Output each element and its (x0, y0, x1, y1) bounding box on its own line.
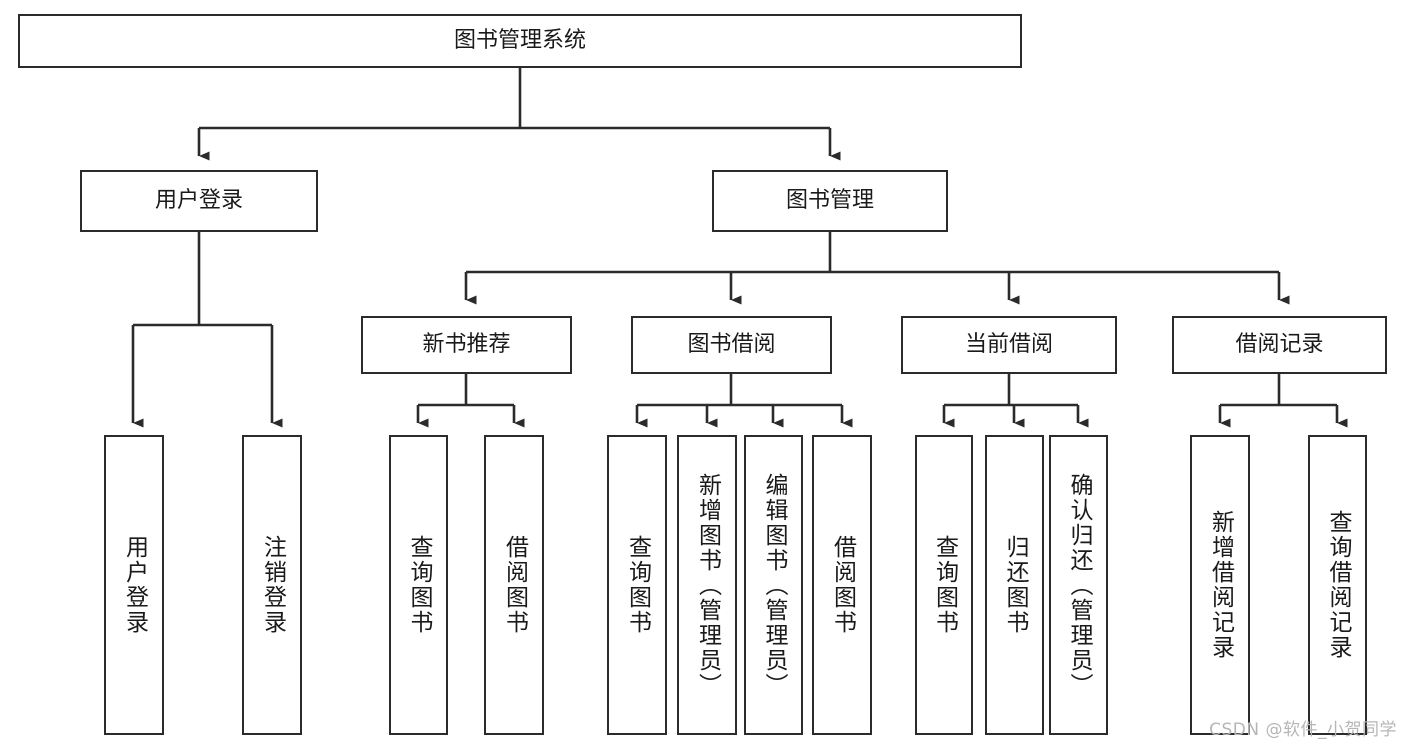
node-label: 确认归还（管理员） (1066, 472, 1092, 698)
node-label: 图书借阅 (687, 332, 776, 358)
leaf-user-login-login[interactable]: 用户登录 (104, 435, 164, 735)
leaf-recommend-query-book[interactable]: 查询图书 (389, 435, 448, 735)
leaf-user-login-logout[interactable]: 注销登录 (242, 435, 302, 735)
node-new-book-recommend[interactable]: 新书推荐 (361, 316, 572, 374)
node-label: 图书管理 (785, 188, 874, 214)
node-label: 新书推荐 (422, 332, 511, 358)
node-label: 用户登录 (121, 535, 148, 635)
node-book-borrow[interactable]: 图书借阅 (631, 316, 832, 374)
node-label: 查询图书 (624, 535, 651, 635)
node-label: 归还图书 (1002, 535, 1028, 635)
leaf-borrow-edit-book-admin[interactable]: 编辑图书（管理员） (744, 435, 803, 735)
watermark: CSDN @软件_小贺同学 (1209, 720, 1397, 740)
node-borrow-record[interactable]: 借阅记录 (1172, 316, 1387, 374)
node-label: 借阅图书 (829, 535, 856, 635)
node-current-borrow[interactable]: 当前借阅 (901, 316, 1117, 374)
node-user-login[interactable]: 用户登录 (80, 170, 318, 232)
node-label: 当前借阅 (964, 332, 1053, 358)
node-label: 编辑图书（管理员） (761, 472, 787, 698)
leaf-current-return-book[interactable]: 归还图书 (985, 435, 1044, 735)
node-label: 注销登录 (259, 535, 286, 635)
node-label: 新增借阅记录 (1207, 510, 1234, 660)
node-label: 查询图书 (406, 535, 432, 635)
leaf-recommend-borrow-book[interactable]: 借阅图书 (484, 435, 544, 735)
leaf-record-add-record[interactable]: 新增借阅记录 (1190, 435, 1250, 735)
node-label: 新增图书（管理员） (694, 472, 721, 698)
leaf-record-query-record[interactable]: 查询借阅记录 (1308, 435, 1367, 735)
leaf-current-query-book[interactable]: 查询图书 (915, 435, 973, 735)
node-label: 用户登录 (154, 188, 243, 214)
leaf-borrow-borrow-book[interactable]: 借阅图书 (812, 435, 872, 735)
node-label: 图书管理系统 (453, 28, 586, 54)
node-label: 查询图书 (931, 535, 958, 635)
node-label: 查询借阅记录 (1325, 510, 1351, 660)
node-book-management[interactable]: 图书管理 (712, 170, 948, 232)
node-root-system[interactable]: 图书管理系统 (18, 14, 1022, 68)
node-label: 借阅图书 (501, 535, 528, 635)
leaf-borrow-query-book[interactable]: 查询图书 (607, 435, 667, 735)
leaf-borrow-add-book-admin[interactable]: 新增图书（管理员） (677, 435, 737, 735)
node-label: 借阅记录 (1235, 332, 1324, 358)
leaf-current-confirm-return-admin[interactable]: 确认归还（管理员） (1049, 435, 1108, 735)
